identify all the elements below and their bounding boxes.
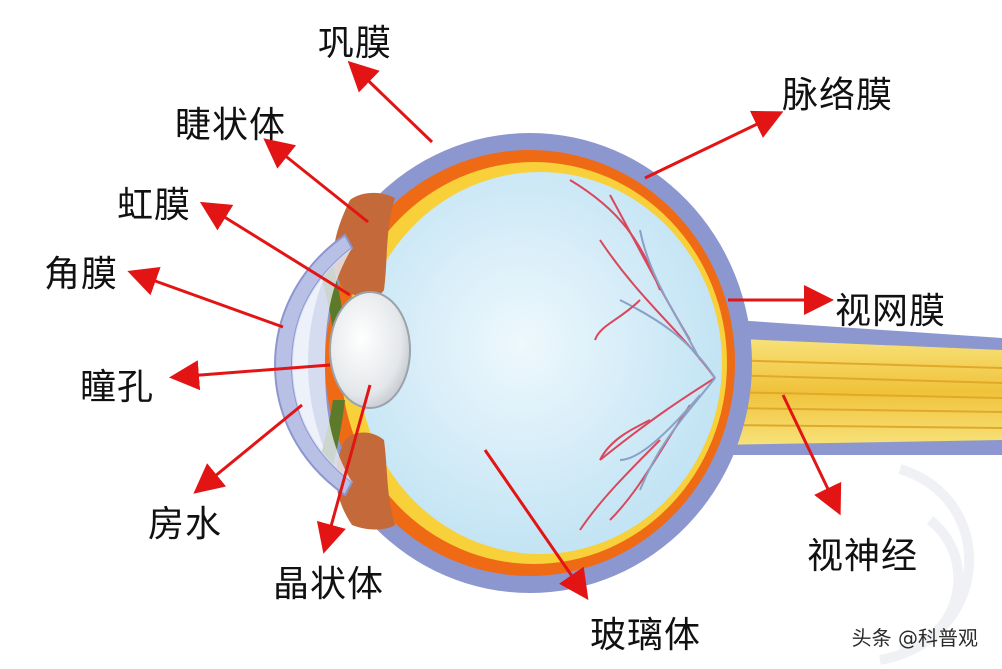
label-sclera: 巩膜 <box>318 23 393 64</box>
label-aqueous-humor: 房水 <box>148 504 223 545</box>
label-optic-nerve: 视神经 <box>807 536 919 577</box>
label-vitreous-body: 玻璃体 <box>590 615 702 656</box>
label-iris: 虹膜 <box>117 185 192 226</box>
label-pupil: 瞳孔 <box>80 367 155 408</box>
arrow-ciliary-body <box>263 138 369 224</box>
label-ciliary-body: 睫状体 <box>175 105 287 146</box>
arrow-optic-nerve <box>781 394 842 516</box>
label-cornea: 角膜 <box>44 254 119 295</box>
retinal-vessels <box>569 179 716 531</box>
optic-nerve-shape <box>705 318 1002 455</box>
arrow-aqueous-humor <box>193 403 303 494</box>
label-choroid: 脉络膜 <box>782 75 894 116</box>
arrow-cornea <box>127 267 284 329</box>
vitreous-shape <box>358 172 722 554</box>
watermark-text: 头条 @科普观 <box>851 626 978 650</box>
lens-shape <box>329 291 411 409</box>
pointer-arrows <box>127 60 842 600</box>
background-swirl <box>879 464 975 665</box>
arrow-iris <box>199 201 351 297</box>
label-lens: 晶状体 <box>273 564 385 605</box>
arrow-lens <box>316 384 372 554</box>
arrow-sclera <box>347 60 434 144</box>
arrow-pupil <box>169 360 331 391</box>
arrow-vitreous-body <box>483 449 589 600</box>
arrow-choroid <box>644 110 784 180</box>
label-retina: 视网膜 <box>835 291 947 332</box>
